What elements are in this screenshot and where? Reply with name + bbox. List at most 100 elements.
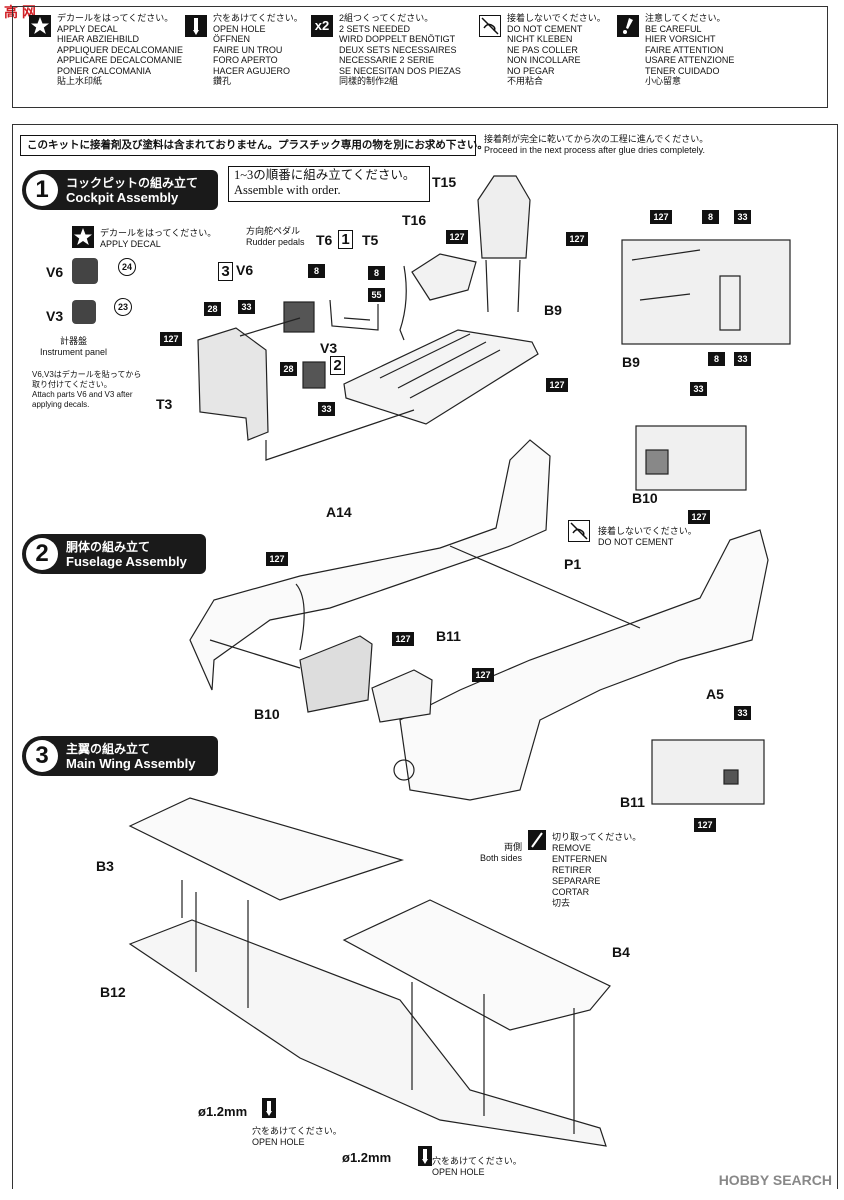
part-label-V3: V3 [320,340,338,356]
legend-line: 接着しないでください。 [507,13,606,23]
part-label-V3-left: V3 [46,308,64,324]
color-code-tag: 33 [734,352,751,366]
step-3-title-jp: 主翼の組み立て [66,742,151,756]
step-2-title-jp: 胴体の組み立て [66,540,151,554]
color-code-tag: 33 [318,402,335,416]
part-label-A14: A14 [326,504,352,520]
color-code-tag: 127 [546,378,568,392]
color-code-tag: 8 [702,210,719,224]
color-code-tag: 33 [690,382,707,396]
part-label-T15: T15 [432,174,457,190]
legend-line: 鑽孔 [213,76,232,86]
part-label-V6: V6 [236,262,254,278]
part-label-V6-left: V6 [46,264,64,280]
legend-line: 同樣的制作2組 [339,76,399,86]
drill-hole-icon [262,1098,276,1118]
legend-line: APPLY DECAL [57,23,118,34]
legend-line: 貼上水印紙 [57,76,103,86]
attach-decal-note: V6,V3はデカールを貼ってから取り付けてください。 Attach parts … [32,370,142,409]
legend-line: TENER CUIDADO [645,65,720,76]
part-label-A5: A5 [706,686,724,702]
part-label-P1: P1 [564,556,582,572]
legend-line: ÖFFNEN [213,34,250,44]
step-1-title-jp: コックピットの組み立て [66,176,199,190]
part-label-B9: B9 [544,302,562,318]
part-label-T3: T3 [156,396,173,412]
legend-line: PONER CALCOMANIA [57,65,152,76]
color-code-tag: 127 [392,632,414,646]
color-code-tag: 127 [266,552,288,566]
color-code-tag: 127 [566,232,588,246]
legend-line: NO PEGAR [507,65,555,76]
part-label-B10: B10 [254,706,280,722]
legend-line: 穴をあけてください。 [213,13,303,23]
color-code-tag: 8 [708,352,725,366]
legend-line: NE PAS COLLER [507,44,578,55]
open-hole-note-1: 穴をあけてください。OPEN HOLE [252,1126,342,1147]
step-3-number: 3 [26,740,58,772]
legend-line: DEUX SETS NECESSAIRES [339,44,457,55]
legend-line: BE CAREFUL [645,23,702,34]
legend-line: 小心留意 [645,76,682,86]
part-label-B3: B3 [96,858,114,874]
apply-decal-note: デカールをはってください。APPLY DECAL [100,228,217,249]
step-3-title-en: Main Wing Assembly [66,756,196,771]
hole-size-1: ø1.2mm [198,1104,248,1119]
part-label-B11-detail: B11 [620,794,645,810]
legend-line: 2組つくってください。 [339,13,434,23]
part-label-B9-detail: B9 [622,354,640,370]
color-code-tag: 127 [688,510,710,524]
legend-line: デカールをはってください。 [57,13,174,23]
legend-line: USARE ATTENZIONE [645,55,735,65]
part-label-B4: B4 [612,944,630,960]
legend-line: SE NECESITAN DOS PIEZAS [339,65,461,76]
x2-icon: x2 [311,15,333,37]
step-2-title-en: Fuselage Assembly [66,554,187,569]
step-1-header: 1 コックピットの組み立て Cockpit Assembly [22,170,218,210]
drill-hole-icon [185,15,207,37]
part-label-B10-detail: B10 [632,490,658,506]
legend-line: 不用粘合 [507,76,544,86]
instruction-frame [12,124,838,1189]
step-2-header: 2 胴体の組み立て Fuselage Assembly [22,534,206,574]
legend-line: OPEN HOLE [213,23,266,34]
open-hole-note-2: 穴をあけてください。OPEN HOLE [432,1156,522,1177]
order-number-3: 3 [218,262,233,281]
color-code-tag: 8 [308,264,325,278]
color-code-tag: 127 [694,818,716,832]
color-code-tag: 127 [650,210,672,224]
decal-number-24: 24 [118,258,136,276]
drill-hole-icon [418,1146,432,1166]
order-number-1: 1 [338,230,353,249]
gauge-panel-v3 [72,300,96,324]
legend-line: HACER AGUJERO [213,65,291,76]
gauge-panel-v6 [72,258,98,284]
color-code-tag: 33 [734,210,751,224]
step-3-header: 3 主翼の組み立て Main Wing Assembly [22,736,218,776]
part-label-B11: B11 [436,628,461,644]
color-code-tag: 55 [368,288,385,302]
careful-icon [617,15,639,37]
part-label-T16: T16 [402,212,427,228]
legend-line: NICHT KLEBEN [507,34,573,44]
star-decal-icon [72,226,94,248]
legend-line: HIER VORSICHT [645,34,716,44]
color-code-tag: 127 [160,332,182,346]
color-code-tag: 8 [368,266,385,280]
legend-line: WIRD DOPPELT BENÖTIGT [339,34,456,44]
assembly-order-note: 1~3の順番に組み立てください。Assemble with order. [228,166,430,202]
do-not-cement-note: 接着しないでください。DO NOT CEMENT [598,526,697,547]
color-code-tag: 28 [204,302,221,316]
star-decal-icon [29,15,51,37]
glue-dry-note: 接着剤が完全に乾いてから次の工程に進んでください。Proceed in the … [484,134,709,155]
no-cement-icon [568,520,590,542]
part-label-T5: T5 [362,232,379,248]
color-code-tag: 28 [280,362,297,376]
knife-cut-icon [528,830,546,850]
site-watermark: HOBBY SEARCH [718,1172,832,1188]
legend-line: HIEAR ABZIEHBILD [57,34,140,44]
color-code-tag: 33 [734,706,751,720]
legend-line: NON INCOLLARE [507,55,581,65]
